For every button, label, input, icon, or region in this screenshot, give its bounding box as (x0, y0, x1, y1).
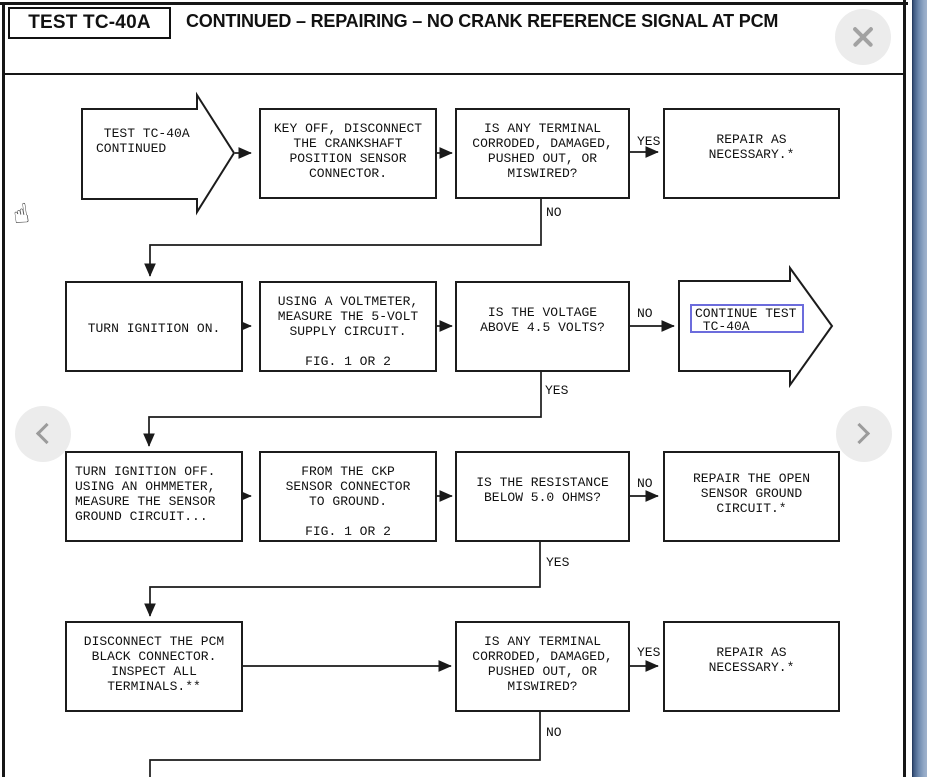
flow-node-key-off: KEY OFF, DISCONNECT THE CRANKSHAFT POSIT… (259, 108, 437, 199)
document-left-border (2, 2, 5, 777)
prev-page-button[interactable] (15, 406, 71, 462)
branch-label-yes: YES (637, 134, 661, 149)
header-separator (4, 73, 904, 75)
flow-node-ignition-on: TURN IGNITION ON. (65, 281, 243, 372)
flow-node-voltage-check: IS THE VOLTAGE ABOVE 4.5 VOLTS? (455, 281, 630, 372)
flow-node-terminal-check-1: IS ANY TERMINAL CORRODED, DAMAGED, PUSHE… (455, 108, 630, 199)
start-arrow-shape (81, 91, 236, 216)
flow-node-ignition-off: TURN IGNITION OFF. USING AN OHMMETER, ME… (65, 451, 243, 542)
branch-label-no: NO (546, 205, 562, 220)
page-title: CONTINUED – REPAIRING – NO CRANK REFEREN… (186, 11, 779, 31)
test-id-badge: TEST TC-40A (8, 7, 171, 39)
flow-node-start: TEST TC-40A CONTINUED (96, 126, 190, 156)
branch-label-yes: YES (546, 555, 570, 570)
branch-label-no: NO (637, 476, 653, 491)
branch-label-yes: YES (637, 645, 661, 660)
document-right-border (903, 0, 906, 777)
continue-test-link[interactable]: CONTINUE TEST TC-40A (690, 304, 804, 333)
chevron-left-icon (35, 422, 58, 445)
flow-node-resistance-check: IS THE RESISTANCE BELOW 5.0 OHMS? (455, 451, 630, 542)
flow-node-ckp-ground: FROM THE CKP SENSOR CONNECTOR TO GROUND.… (259, 451, 437, 542)
flow-node-repair-ground: REPAIR THE OPEN SENSOR GROUND CIRCUIT.* (663, 451, 840, 542)
flow-node-voltmeter: USING A VOLTMETER, MEASURE THE 5-VOLT SU… (259, 281, 437, 372)
chevron-right-icon (848, 422, 871, 445)
branch-label-no: NO (546, 725, 562, 740)
document-top-border (0, 2, 908, 5)
close-button[interactable] (835, 9, 891, 65)
flow-node-repair-1: REPAIR AS NECESSARY.* (663, 108, 840, 199)
next-page-button[interactable] (836, 406, 892, 462)
flow-node-terminal-check-2: IS ANY TERMINAL CORRODED, DAMAGED, PUSHE… (455, 621, 630, 712)
flow-node-repair-2: REPAIR AS NECESSARY.* (663, 621, 840, 712)
branch-label-yes: YES (545, 383, 569, 398)
continue-arrow-shape (678, 264, 834, 389)
vertical-scrollbar[interactable] (912, 0, 927, 777)
flow-node-disconnect-pcm: DISCONNECT THE PCM BLACK CONNECTOR. INSP… (65, 621, 243, 712)
branch-label-no: NO (637, 306, 653, 321)
